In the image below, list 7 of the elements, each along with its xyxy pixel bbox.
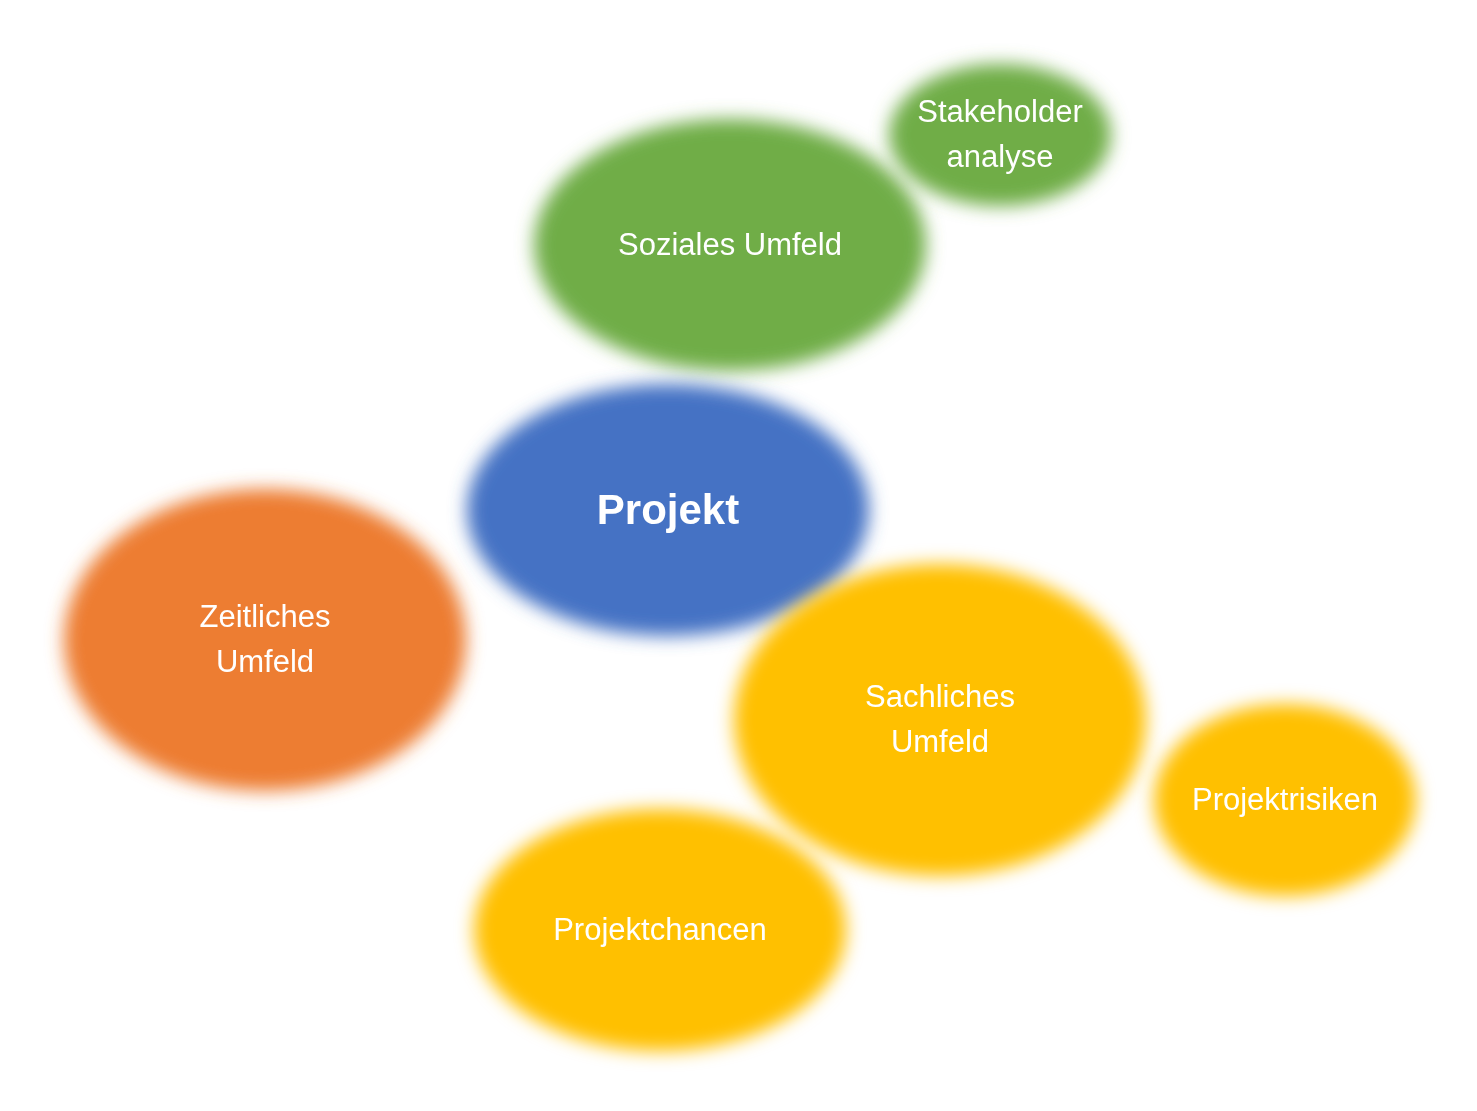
node-label: Zeitliches Umfeld [198, 598, 332, 681]
node-label: Sachliches Umfeld [864, 678, 1016, 761]
node-label: Projektchancen [553, 910, 767, 949]
node-label: Soziales Umfeld [618, 225, 842, 264]
node-label: Stakeholder analyse [916, 93, 1084, 176]
node-label: Projekt [596, 484, 740, 535]
node-label: Projektrisiken [1191, 780, 1379, 819]
